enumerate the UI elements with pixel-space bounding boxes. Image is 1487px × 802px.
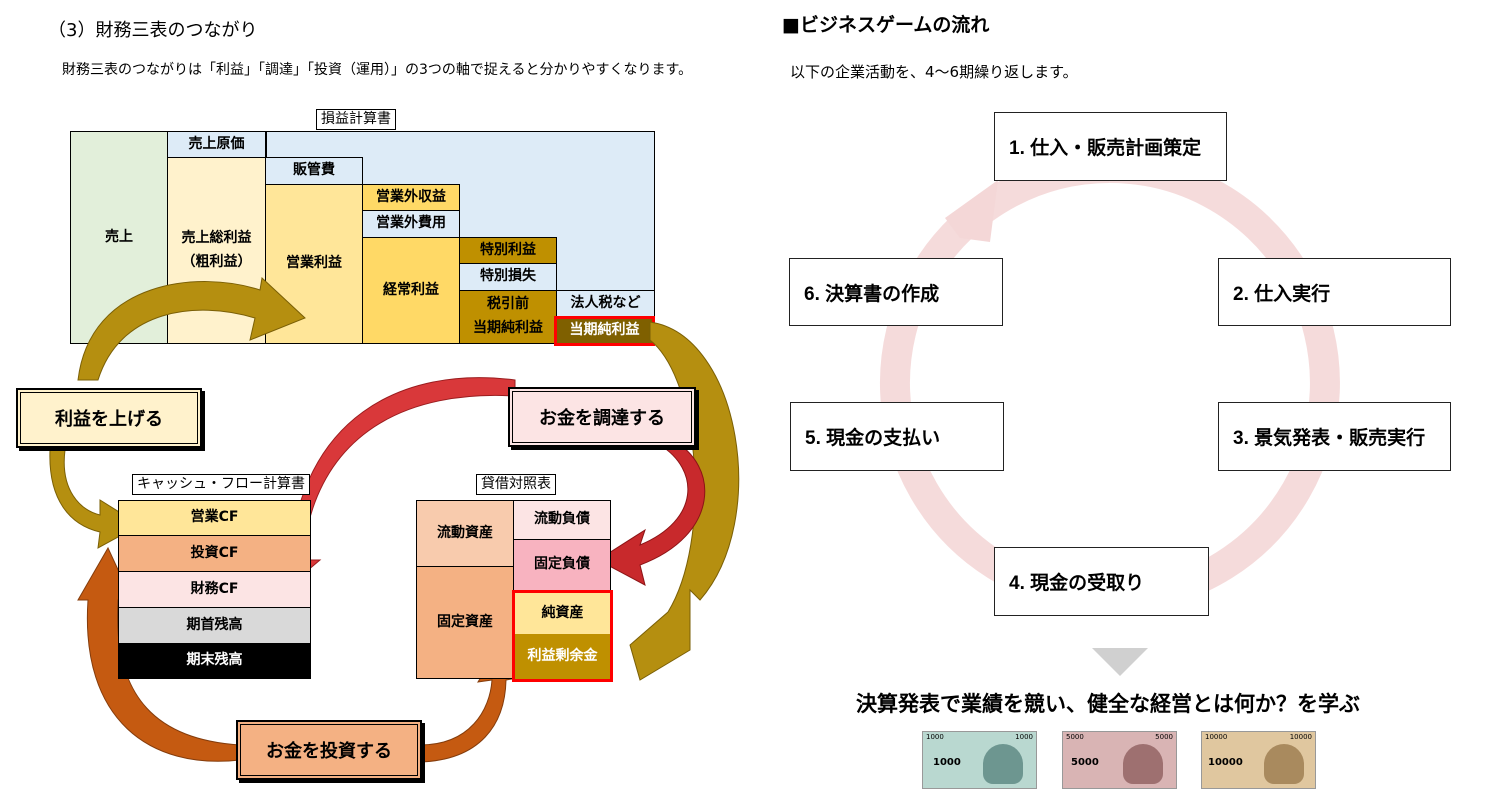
callout-rieki: 利益を上げる (16, 388, 202, 448)
bill-5000-corner-right: 5000 (1155, 733, 1173, 741)
down-triangle (1092, 648, 1148, 676)
pl-keijo-rieki: 経常利益 (362, 237, 460, 344)
bill-1000-face: 1000 (933, 757, 961, 768)
step-3: 3. 景気発表・販売実行 (1218, 402, 1451, 471)
pl-hojinzei: 法人税など (556, 290, 655, 317)
step-6: 6. 決算書の作成 (789, 258, 1003, 326)
bill-10000-face: 10000 (1208, 757, 1243, 768)
pl-zeibikimae-label: 税引前 (487, 296, 529, 313)
pl-hankan: 販管費 (265, 157, 363, 185)
step-1: 1. 仕入・販売計画策定 (994, 112, 1227, 181)
bill-10000-portrait (1264, 744, 1304, 784)
right-title: ■ビジネスゲームの流れ (782, 14, 990, 36)
cf-row-zaimu: 財務CF (118, 571, 311, 608)
bs-label: 貸借対照表 (476, 474, 556, 495)
cf-row-eigyo: 営業CF (118, 500, 311, 536)
pl-sorieki-sub: （粗利益） (181, 253, 252, 270)
bill-10000: 10000 10000 10000 (1201, 731, 1316, 789)
bill-1000-corner: 1000 (926, 733, 944, 741)
pl-eigyogai-shueki: 営業外収益 (362, 184, 460, 211)
arrow-to-kotei-fusai (597, 439, 706, 586)
pl-label: 損益計算書 (316, 109, 396, 130)
step-2: 2. 仕入実行 (1218, 258, 1451, 326)
bs-jun-shisan: 純資産 (515, 593, 610, 634)
pl-sorieki-label: 売上総利益 (181, 229, 252, 246)
bs-ryudo-fusai: 流動負債 (513, 500, 611, 540)
callout-toshi: お金を投資する (236, 720, 422, 780)
bill-1000-portrait (983, 744, 1023, 784)
bs-kotei-shisan: 固定資産 (416, 566, 514, 679)
cycle-arrowhead (945, 180, 998, 242)
bill-5000-portrait (1123, 744, 1163, 784)
bill-5000-face: 5000 (1071, 757, 1099, 768)
pl-uriage: 売上 (70, 131, 168, 344)
cf-row-kishu: 期首残高 (118, 607, 311, 644)
bill-5000-corner: 5000 (1066, 733, 1084, 741)
pl-zeibikimae: 税引前 当期純利益 (459, 290, 557, 344)
callout-chotatsu: お金を調達する (508, 387, 696, 447)
pl-tokijun: 当期純利益 (554, 316, 655, 346)
arrow-tokijun-to-rieki-joyokin (629, 321, 740, 681)
arrow-to-eigyo-rieki (77, 277, 306, 381)
cf-label: キャッシュ・フロー計算書 (132, 474, 310, 495)
bs-kotei-fusai: 固定負債 (513, 539, 611, 591)
step-4: 4. 現金の受取り (994, 547, 1209, 616)
left-subtitle: 財務三表のつながりは「利益」「調達」「投資（運用）」の3つの軸で捉えると分かりや… (62, 62, 693, 78)
bs-ryudo-shisan: 流動資産 (416, 500, 514, 567)
bill-5000: 5000 5000 5000 (1062, 731, 1177, 789)
pl-zeibikimae-sub: 当期純利益 (473, 320, 543, 336)
pl-genka: 売上原価 (167, 131, 266, 158)
arrow-to-eigyo-cf (49, 449, 141, 549)
pl-tokubetsu-sonshitsu: 特別損失 (459, 263, 557, 291)
cf-row-toshi: 投資CF (118, 535, 311, 572)
step-5: 5. 現金の支払い (790, 402, 1004, 471)
bill-1000-corner-right: 1000 (1015, 733, 1033, 741)
bs-rieki-joyokin: 利益剰余金 (515, 634, 610, 679)
conclusion-text: 決算発表で業績を競い、健全な経営とは何か？を学ぶ (856, 692, 1360, 716)
bs-equity-highlight (512, 590, 613, 682)
right-subtitle: 以下の企業活動を、4～6期繰り返します。 (790, 63, 1078, 81)
bill-1000: 1000 1000 1000 (922, 731, 1037, 789)
pl-tokubetsu-rieki: 特別利益 (459, 237, 557, 264)
bill-10000-corner-right: 10000 (1289, 733, 1312, 741)
cf-row-kimatsu: 期末残高 (118, 643, 311, 679)
left-title: （3）財務三表のつながり (48, 20, 258, 41)
bill-10000-corner: 10000 (1205, 733, 1228, 741)
arrow-toshi-cf-up (77, 546, 241, 762)
